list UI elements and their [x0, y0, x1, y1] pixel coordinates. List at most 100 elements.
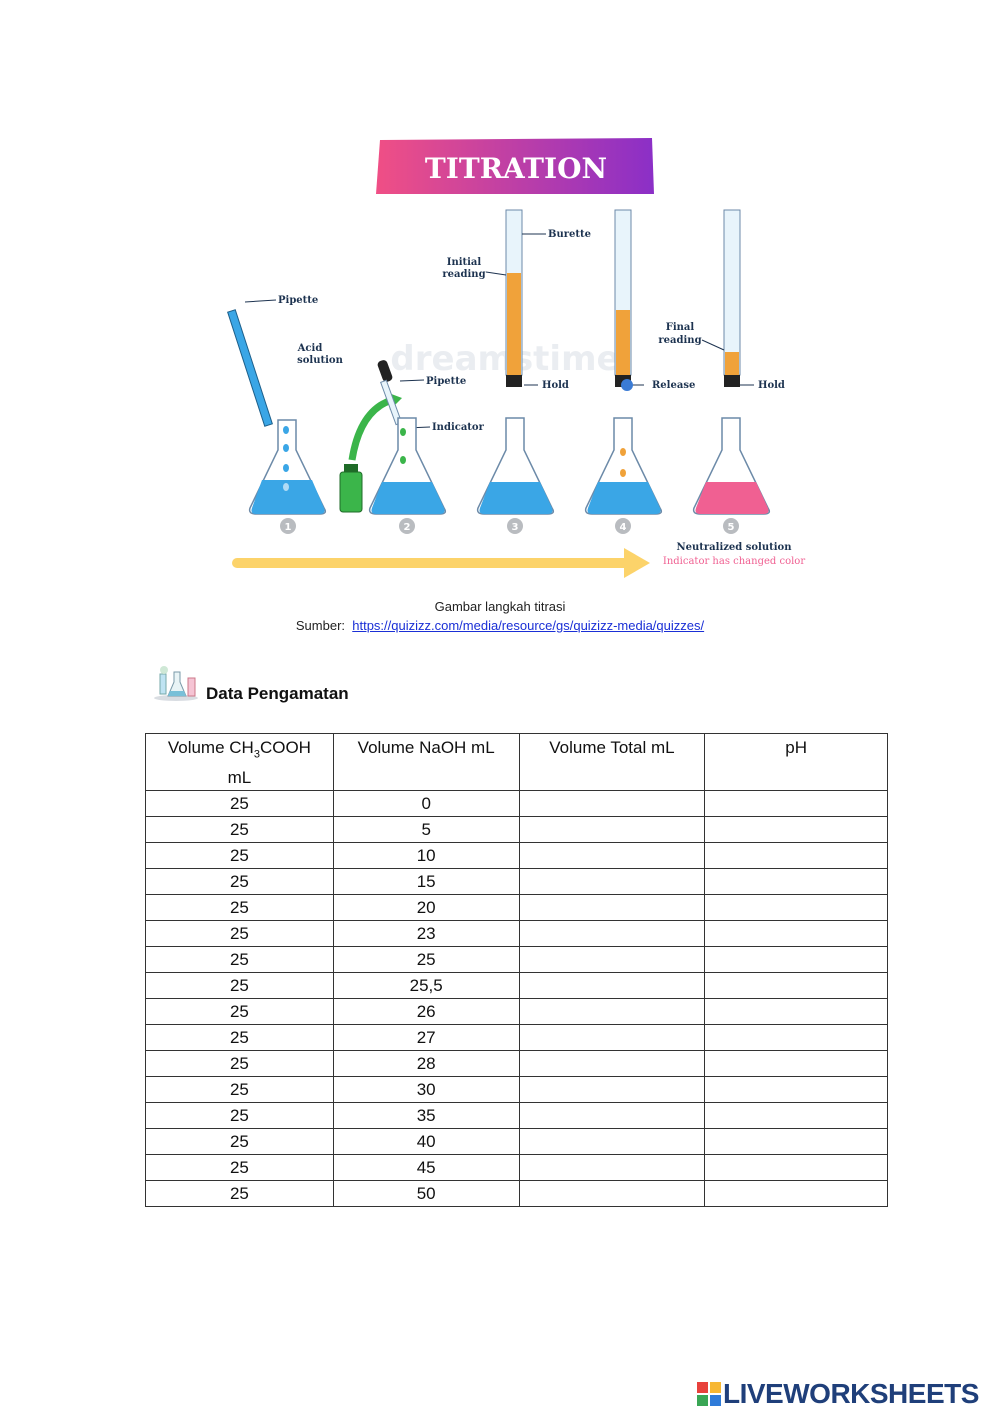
step-2: Pipette Indicator 2 [339, 360, 485, 534]
cell-volume-total[interactable] [518, 842, 706, 870]
cell-ph[interactable] [704, 1076, 888, 1104]
svg-text:1: 1 [285, 522, 292, 533]
cell-volume-naoh: 25 [332, 946, 520, 974]
cell-volume-total[interactable] [518, 1024, 706, 1052]
svg-text:4: 4 [620, 522, 627, 533]
cell-volume-total[interactable] [518, 816, 706, 844]
cell-ph[interactable] [704, 816, 888, 844]
cell-volume-total[interactable] [518, 946, 706, 974]
cell-ph[interactable] [704, 1128, 888, 1156]
cell-volume-total[interactable] [518, 868, 706, 896]
step-1: Pipette Acid solution 1 [227, 295, 344, 534]
svg-text:reading: reading [442, 269, 485, 280]
svg-text:Initial: Initial [447, 257, 482, 268]
svg-text:Hold: Hold [758, 380, 785, 391]
cell-ph[interactable] [704, 1180, 888, 1208]
cell-ph[interactable] [704, 1050, 888, 1078]
cell-volume-total[interactable] [518, 972, 706, 1000]
cell-volume-ch3cooh: 25 [145, 1076, 334, 1104]
svg-text:3: 3 [512, 522, 519, 533]
cell-volume-naoh: 10 [332, 842, 520, 870]
svg-text:Final: Final [666, 322, 695, 333]
cell-volume-ch3cooh: 25 [145, 946, 334, 974]
figure-source: Sumber: https://quizizz.com/media/resour… [0, 618, 1000, 633]
titration-figure: TITRATION dreamstime Pipette Acid soluti… [227, 138, 805, 578]
cell-volume-total[interactable] [518, 790, 706, 818]
cell-volume-total[interactable] [518, 894, 706, 922]
svg-text:reading: reading [658, 335, 701, 346]
cell-volume-ch3cooh: 25 [145, 1050, 334, 1078]
neutralized-label: Neutralized solution [677, 542, 793, 553]
svg-text:2: 2 [404, 522, 411, 533]
cell-volume-naoh: 5 [332, 816, 520, 844]
brand-name: LIVEWORKSHEETS [723, 1378, 979, 1409]
svg-text:solution: solution [297, 355, 343, 366]
svg-text:Burette: Burette [548, 229, 591, 240]
cell-ph[interactable] [704, 842, 888, 870]
step-number-5 [723, 518, 739, 534]
cell-volume-ch3cooh: 25 [145, 894, 334, 922]
watermark: dreamstime [390, 339, 619, 379]
header-volume-total: Volume Total mL [518, 732, 706, 792]
cell-ph[interactable] [704, 920, 888, 948]
cell-ph[interactable] [704, 946, 888, 974]
cell-ph[interactable] [704, 894, 888, 922]
cell-ph[interactable] [704, 868, 888, 896]
cell-ph[interactable] [704, 790, 888, 818]
cell-volume-ch3cooh: 25 [145, 868, 334, 896]
lab-equipment-icon [154, 666, 198, 701]
cell-volume-total[interactable] [518, 1102, 706, 1130]
cell-volume-ch3cooh: 25 [145, 1154, 334, 1182]
cell-ph[interactable] [704, 998, 888, 1026]
cell-volume-total[interactable] [518, 1076, 706, 1104]
cell-volume-ch3cooh: 25 [145, 920, 334, 948]
cell-volume-total[interactable] [518, 1154, 706, 1182]
cell-volume-ch3cooh: 25 [145, 1180, 334, 1208]
svg-text:Acid: Acid [297, 343, 323, 354]
cell-volume-ch3cooh: 25 [145, 998, 334, 1026]
cell-volume-naoh: 30 [332, 1076, 520, 1104]
cell-ph[interactable] [704, 1102, 888, 1130]
header-volume-naoh: Volume NaOH mL [332, 732, 520, 792]
cell-volume-total[interactable] [518, 1128, 706, 1156]
cell-volume-naoh: 23 [332, 920, 520, 948]
cell-volume-naoh: 27 [332, 1024, 520, 1052]
svg-text:Release: Release [652, 380, 695, 391]
cell-volume-naoh: 0 [332, 790, 520, 818]
cell-volume-total[interactable] [518, 1180, 706, 1208]
liveworksheets-brand: LIVEWORKSHEETS [697, 1377, 979, 1411]
cell-volume-naoh: 26 [332, 998, 520, 1026]
cell-volume-naoh: 40 [332, 1128, 520, 1156]
step-4: Release 4 [584, 209, 695, 534]
observation-table: Volume CH3COOH mL Volume NaOH mL Volume … [145, 732, 888, 1208]
source-link[interactable]: https://quizizz.com/media/resource/gs/qu… [352, 618, 705, 633]
cell-volume-ch3cooh: 25 [145, 816, 334, 844]
cell-ph[interactable] [704, 972, 888, 1000]
step-number-3 [507, 518, 523, 534]
cell-volume-total[interactable] [518, 998, 706, 1026]
indicator-changed-label: Indicator has changed color [663, 556, 805, 567]
cell-volume-naoh: 25,5 [332, 972, 520, 1000]
cell-volume-naoh: 45 [332, 1154, 520, 1182]
svg-text:5: 5 [728, 522, 735, 533]
cell-volume-total[interactable] [518, 1050, 706, 1078]
cell-volume-total[interactable] [518, 920, 706, 948]
step-number-1 [280, 518, 296, 534]
cell-volume-naoh: 50 [332, 1180, 520, 1208]
cell-volume-ch3cooh: 25 [145, 842, 334, 870]
section-title: Data Pengamatan [206, 684, 349, 703]
cell-volume-naoh: 20 [332, 894, 520, 922]
cell-ph[interactable] [704, 1024, 888, 1052]
cell-ph[interactable] [704, 1154, 888, 1182]
